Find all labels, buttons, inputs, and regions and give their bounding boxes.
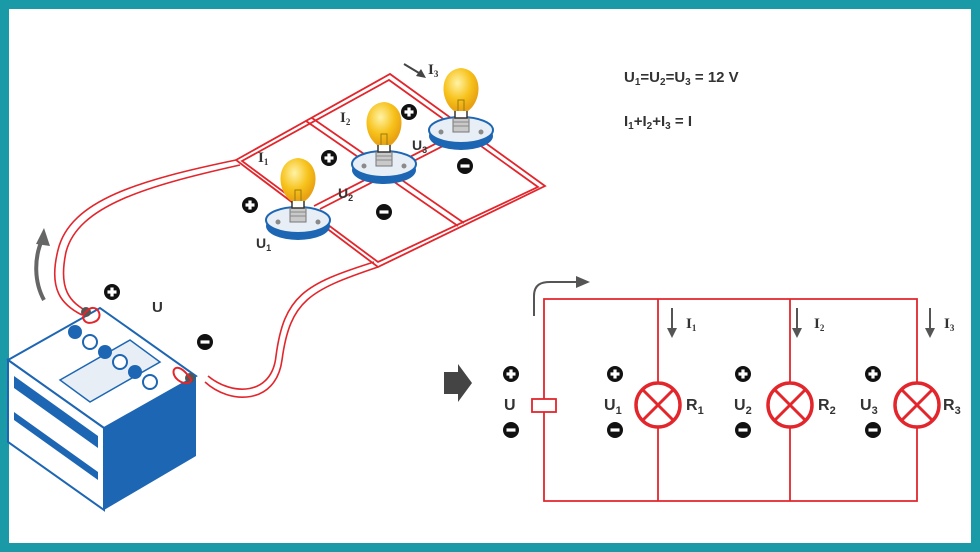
wire-battery-right — [204, 261, 379, 398]
bulb-3-minus-icon — [457, 158, 473, 174]
branch-2-voltage-label: U2 — [734, 397, 752, 417]
branch-1-plus-icon — [607, 366, 623, 382]
branch-current-arrow-heads — [667, 328, 935, 338]
lamp-r3-symbol — [893, 381, 941, 429]
branch-3-current-label: I3 — [944, 316, 955, 333]
branch-1-resistor-label: R1 — [686, 397, 704, 417]
branch-3-resistor-label: R3 — [943, 397, 961, 417]
branch-1-current-label: I1 — [686, 316, 697, 333]
flow-arrow-head — [36, 228, 50, 246]
bulb-1-plus-icon — [242, 197, 258, 213]
branch-3-plus-icon — [865, 366, 881, 382]
bulb-2-current-label: I2 — [340, 110, 351, 127]
bulb-3-current-label: I3 — [428, 62, 439, 79]
bulb-3-plus-icon — [401, 104, 417, 120]
branch-1-minus-icon — [607, 422, 623, 438]
bulb-3-voltage-label: U3 — [412, 137, 427, 155]
bulb-3-current-arrow-head — [416, 69, 426, 78]
battery-minus-icon — [197, 334, 213, 350]
wire-battery-left — [53, 159, 241, 316]
flow-arrow-curved — [34, 239, 46, 301]
bulb-1-current-label: I1 — [258, 150, 269, 167]
current-formula: I1+I2+I3 = I — [624, 113, 692, 132]
branch-1-voltage-label: U1 — [604, 397, 622, 417]
branch-2-resistor-label: R2 — [818, 397, 836, 417]
schematic-current-arrow — [533, 281, 580, 316]
source-plus-icon — [503, 366, 519, 382]
branch-3-minus-icon — [865, 422, 881, 438]
bulb-1-voltage-label: U1 — [256, 235, 271, 253]
bulb-2-minus-icon — [376, 204, 392, 220]
battery — [6, 306, 198, 512]
bulb-2-plus-icon — [321, 150, 337, 166]
branch-2-minus-icon — [735, 422, 751, 438]
bulb-1 — [265, 157, 331, 241]
battery-voltage-label: U — [152, 299, 163, 316]
lamp-r2-symbol — [766, 381, 814, 429]
branch-2-plus-icon — [735, 366, 751, 382]
branch-3-voltage-label: U3 — [860, 397, 878, 417]
source-voltage-label: U — [504, 397, 516, 414]
branch-2-current-label: I2 — [814, 316, 825, 333]
schematic-current-arrow-head — [576, 276, 590, 288]
source-symbol — [531, 398, 557, 413]
bulb-2-voltage-label: U2 — [338, 185, 353, 203]
lamp-r1-symbol — [634, 381, 682, 429]
branch-current-arrows — [671, 308, 931, 330]
source-minus-icon — [503, 422, 519, 438]
battery-plus-icon — [104, 284, 120, 300]
transform-arrow-icon — [444, 364, 472, 402]
voltage-formula: U1=U2=U3 = 12 V — [624, 69, 739, 88]
